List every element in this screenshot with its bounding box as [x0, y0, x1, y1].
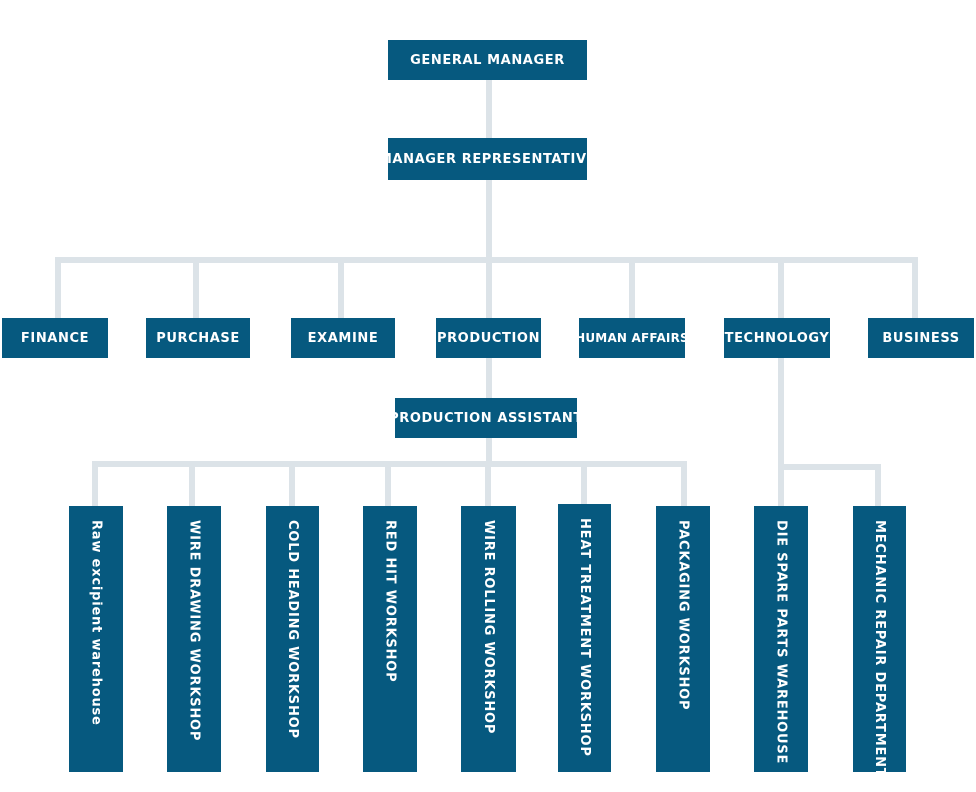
unit-die-spare-parts-warehouse: DIE SPARE PARTS WAREHOUSE [754, 506, 808, 772]
unit-label: MECHANIC REPAIR DEPARTMENT [872, 520, 887, 778]
unit-label: Raw excipient warehouse [88, 520, 104, 726]
department-examine: EXAMINE [291, 318, 395, 358]
unit-cold-heading-workshop: COLD HEADING WORKSHOP [266, 506, 319, 772]
department-human-affairs: HUMAN AFFAIRS [575, 318, 689, 358]
unit-raw-excipient-warehouse: Raw excipient warehouse [69, 506, 123, 772]
unit-label: HEAT TREATMENT WORKSHOP [577, 518, 592, 757]
unit-heat-treatment-workshop: HEAT TREATMENT WORKSHOP [558, 504, 611, 772]
department-business: BUSINESS [868, 318, 974, 358]
unit-label: DIE SPARE PARTS WAREHOUSE [773, 520, 789, 765]
unit-label: COLD HEADING WORKSHOP [285, 520, 300, 739]
unit-label: WIRE ROLLING WORKSHOP [481, 520, 496, 735]
department-production: PRODUCTION [436, 318, 541, 358]
production-assistant-box: PRODUCTION ASSISTANT [389, 398, 582, 438]
unit-label: PACKAGING WORKSHOP [675, 520, 691, 711]
unit-label: RED HIT WORKSHOP [382, 520, 398, 683]
unit-packaging-workshop: PACKAGING WORKSHOP [656, 506, 710, 772]
department-technology: TECHNOLOGY [724, 318, 830, 358]
unit-wire-rolling-workshop: WIRE ROLLING WORKSHOP [461, 506, 516, 772]
unit-wire-drawing-workshop: WIRE DRAWING WORKSHOP [167, 506, 221, 772]
general-manager-box: GENERAL MANAGER [388, 40, 587, 80]
unit-mechanic-repair-department: MECHANIC REPAIR DEPARTMENT [853, 506, 906, 777]
department-purchase: PURCHASE [146, 318, 250, 358]
unit-red-hit-workshop: RED HIT WORKSHOP [363, 506, 417, 772]
unit-label: WIRE DRAWING WORKSHOP [186, 520, 202, 742]
department-finance: FINANCE [2, 318, 108, 358]
manager-representative-box: MANAGER REPRESENTATIVE [379, 138, 596, 180]
